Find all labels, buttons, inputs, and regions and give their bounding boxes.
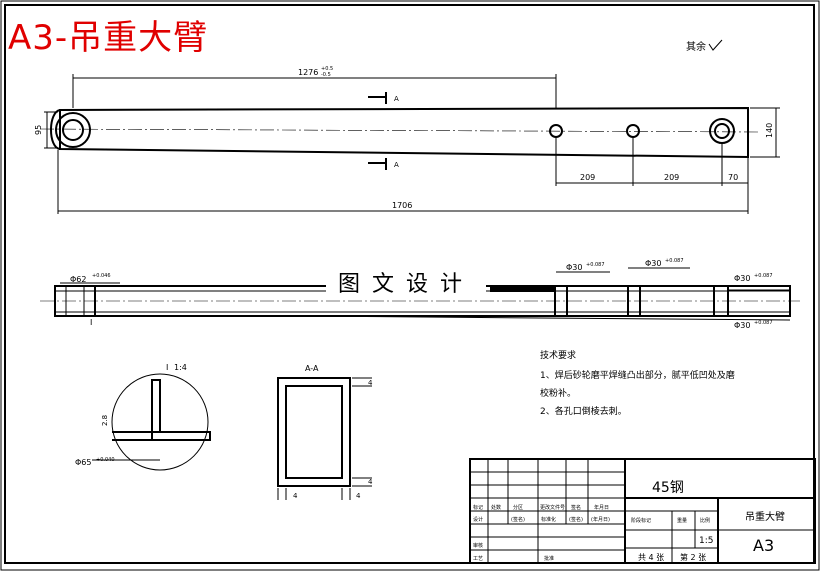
detail-diameter: Φ65 (75, 458, 91, 467)
section-outer (277, 377, 351, 487)
detail-thickness: 2.8 (101, 415, 109, 426)
svg-text:(年月日): (年月日) (591, 516, 610, 523)
bore-mid2-tol: +0.087 (665, 258, 684, 264)
right-end-block (727, 289, 791, 313)
bore-mid1-label: Φ30 (566, 263, 582, 272)
dim-left-height: 95 (34, 125, 43, 135)
detail-dia-tol: +0.040 (96, 457, 115, 463)
section-inner (285, 385, 343, 479)
bore-left-label: Φ62 (70, 275, 86, 284)
svg-text:更改文件号: 更改文件号 (540, 504, 565, 511)
left-bore-inner (62, 119, 84, 141)
arm-centerline (39, 128, 761, 133)
svg-text:签名: 签名 (571, 504, 581, 511)
section-wall-top: 4 (368, 379, 373, 387)
section-aa: A-A 4 4 4 4 (277, 364, 373, 500)
drawing-name: 吊重大臂 (745, 510, 785, 523)
watermark: 图文设计 (326, 270, 486, 300)
notes-heading: 技术要求 (540, 349, 576, 361)
svg-text:比例: 比例 (700, 517, 710, 524)
drawing-number: A3 (753, 536, 774, 555)
section-wall-bottom: 4 (368, 478, 373, 486)
inner-frame (4, 4, 815, 564)
mid-hole-1 (549, 124, 563, 138)
right-bore-inner (714, 123, 730, 139)
section-mark-bottom: A (394, 161, 399, 169)
bore-right-bottom-tol: +0.087 (754, 320, 773, 326)
bore-left-tol: +0.046 (92, 273, 111, 279)
section-wall-left: 4 (293, 492, 298, 500)
bore-mid2-label: Φ30 (645, 259, 661, 268)
left-bore-outer (55, 112, 91, 148)
svg-text:(签名): (签名) (569, 516, 583, 523)
title-block: 标记 处数 分区 更改文件号 签名 年月日 设计 (签名) 标准化 (签名) (… (469, 458, 816, 564)
dim-end-offset: 70 (728, 173, 738, 182)
dim-spacing-b: 209 (664, 173, 679, 182)
bore-right-top-label: Φ30 (734, 274, 750, 283)
detail-i: I 1:4 Φ65 +0.040 2.8 (75, 363, 211, 471)
svg-text:批准: 批准 (544, 555, 554, 562)
weld-ref: I (90, 318, 92, 327)
roughness-symbol-icon (708, 39, 723, 51)
svg-text:设计: 设计 (473, 516, 483, 523)
top-view: 1276 +0.5 -0.5 A A 95 140 209 209 70 170… (34, 66, 780, 214)
bore-right-top-tol: +0.087 (754, 273, 773, 279)
svg-text:年月日: 年月日 (594, 504, 609, 511)
dim-hole-tol-lower: -0.5 (321, 72, 331, 78)
svg-text:工艺: 工艺 (473, 556, 483, 562)
arm-outline (59, 106, 749, 159)
svg-text:标记: 标记 (473, 504, 483, 511)
dim-overall-length: 1706 (392, 201, 412, 210)
right-bore-outer (709, 118, 735, 144)
sheet-title: A3-吊重大臂 (8, 18, 209, 58)
dim-hole-tol-upper: +0.5 (321, 66, 333, 72)
mid-bushing-1 (554, 285, 568, 317)
svg-text:标准化: 标准化 (541, 516, 556, 523)
detail-i-scale: 1:4 (174, 363, 187, 372)
detail-plate-vertical (151, 379, 161, 433)
detail-circle (111, 373, 209, 471)
section-mark-top: A (394, 95, 399, 103)
sheet-count: 共 4 张 (638, 553, 664, 562)
notes-item1b: 校粉补。 (540, 387, 576, 399)
drawing-scale: 1:5 (699, 536, 713, 546)
svg-text:处数: 处数 (491, 504, 501, 511)
material: 45钢 (652, 480, 684, 496)
roughness-note: 其余 (686, 39, 723, 53)
flange-strip-1 (490, 286, 555, 292)
svg-text:重量: 重量 (677, 517, 687, 524)
dim-right-height: 140 (765, 123, 774, 138)
roughness-note-label: 其余 (686, 40, 706, 53)
detail-i-label: I (166, 363, 168, 372)
svg-text:审核: 审核 (473, 542, 483, 549)
notes-item2: 2、各孔口倒棱去刺。 (540, 405, 627, 417)
sheet-number: 第 2 张 (680, 552, 706, 562)
mid-hole-2 (626, 124, 640, 138)
dim-hole-spacing: 1276 (298, 68, 318, 77)
svg-text:阶段标记: 阶段标记 (631, 517, 651, 524)
bore-right-bottom-label: Φ30 (734, 321, 750, 330)
front-view: I Φ62 +0.046 Φ30 +0.087 Φ30 +0.087 Φ30 +… (40, 258, 800, 330)
bore-mid1-tol: +0.087 (586, 262, 605, 268)
notes-item1: 1、焊后砂轮磨平焊缝凸出部分，腻平低凹处及磨 (540, 369, 735, 381)
section-wall-right: 4 (356, 492, 361, 500)
mid-bushing-2 (627, 285, 641, 317)
left-bushing (54, 285, 96, 317)
dim-spacing-a: 209 (580, 173, 595, 182)
section-aa-label: A-A (305, 364, 319, 373)
svg-text:(签名): (签名) (511, 516, 525, 523)
detail-plate-horizontal (151, 431, 211, 441)
svg-text:分区: 分区 (513, 504, 523, 511)
technical-notes: 技术要求 1、焊后砂轮磨平焊缝凸出部分，腻平低凹处及磨 校粉补。 2、各孔口倒棱… (540, 349, 735, 417)
